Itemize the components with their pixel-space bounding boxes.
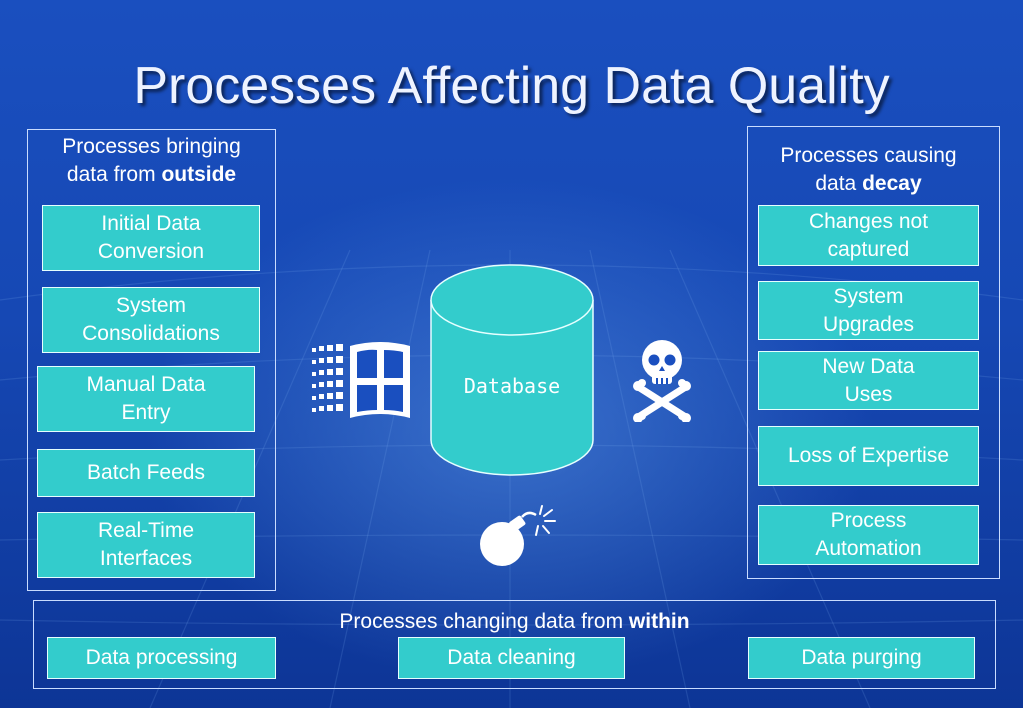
- initial-data-conversion-box: Initial Data Conversion: [42, 205, 260, 271]
- outside-heading-line1: Processes bringing: [62, 135, 241, 158]
- real-time-interfaces-box: Real-Time Interfaces: [37, 512, 255, 578]
- decay-processes-heading: Processes causing data decay: [747, 142, 990, 198]
- outside-processes-heading: Processes bringing data from outside: [27, 133, 276, 189]
- within-processes-heading: Processes changing data from within: [33, 608, 996, 636]
- outside-heading-line2: data from outside: [27, 161, 276, 189]
- within-processes-panel: [33, 600, 996, 689]
- decay-heading-line1: Processes causing: [780, 144, 957, 167]
- decay-processes-panel: [747, 126, 1000, 579]
- decay-heading-text: data: [815, 172, 863, 195]
- changes-not-captured-box: Changes not captured: [758, 205, 979, 266]
- within-heading-emphasis: within: [628, 610, 690, 633]
- data-processing-box: Data processing: [47, 637, 276, 679]
- manual-data-entry-box: Manual Data Entry: [37, 366, 255, 432]
- database-cylinder-icon: [430, 264, 594, 476]
- data-purging-box: Data purging: [748, 637, 975, 679]
- data-cleaning-box: Data cleaning: [398, 637, 625, 679]
- windows-logo-icon: [312, 342, 410, 418]
- database-label: Database: [463, 374, 561, 398]
- system-upgrades-box: System Upgrades: [758, 281, 979, 340]
- decay-heading-emphasis: decay: [862, 172, 922, 195]
- slide-title: Processes Affecting Data Quality: [133, 57, 890, 115]
- within-heading-text: Processes changing data from: [339, 610, 629, 633]
- outside-processes-panel: [27, 129, 276, 591]
- new-data-uses-box: New Data Uses: [758, 351, 979, 410]
- system-consolidations-box: System Consolidations: [42, 287, 260, 353]
- batch-feeds-box: Batch Feeds: [37, 449, 255, 497]
- outside-heading-text: data from: [66, 163, 162, 186]
- outside-heading-emphasis: outside: [161, 163, 237, 186]
- bomb-icon: [480, 505, 556, 566]
- decay-heading-line2: data decay: [747, 170, 990, 198]
- skull-crossbones-icon: [633, 340, 691, 422]
- loss-of-expertise-box: Loss of Expertise: [758, 426, 979, 486]
- process-automation-box: Process Automation: [758, 505, 979, 565]
